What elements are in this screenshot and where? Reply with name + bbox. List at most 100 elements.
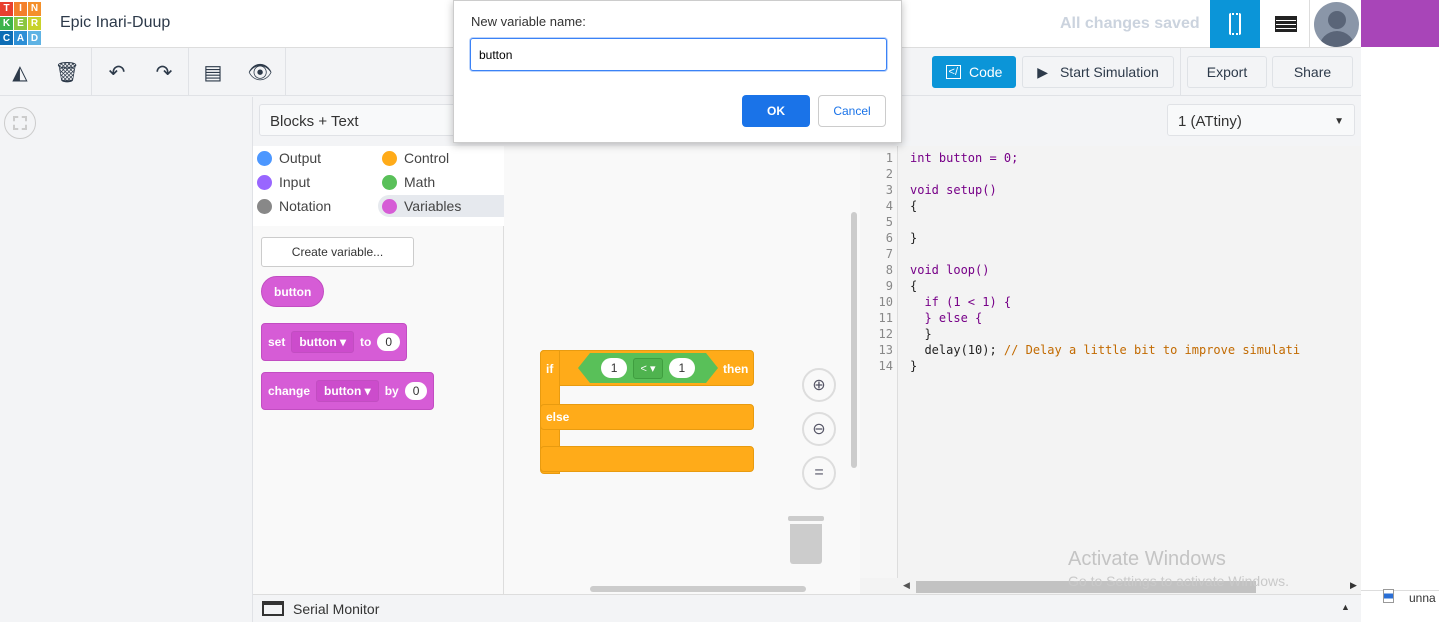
zoom-out-icon[interactable]: ⊖ <box>802 412 836 446</box>
category-math[interactable]: Math <box>382 171 507 193</box>
undo-icon[interactable]: ↶ <box>108 61 126 84</box>
logo-letter: D <box>28 31 41 45</box>
project-title[interactable]: Epic Inari-Duup <box>60 14 171 31</box>
code-button[interactable]: </ Code <box>932 56 1016 88</box>
code-text: } <box>910 359 918 373</box>
cancel-button[interactable]: Cancel <box>818 95 886 127</box>
category-color-dot <box>382 150 397 166</box>
left-operand[interactable]: 1 <box>600 358 628 378</box>
category-notation[interactable]: Notation <box>257 195 382 217</box>
logo-letter: N <box>28 2 41 16</box>
reset-zoom-icon[interactable]: = <box>802 456 836 490</box>
code-text: void setup() <box>910 183 997 197</box>
logo-letter: E <box>14 16 27 31</box>
redo-icon[interactable]: ↷ <box>155 61 173 84</box>
serial-monitor-label: Serial Monitor <box>293 601 380 617</box>
serial-monitor-bar[interactable]: Serial Monitor ▲ <box>253 594 1361 622</box>
browser-side-area <box>1361 47 1439 622</box>
variable-dropdown[interactable]: button ▾ <box>316 380 379 402</box>
scroll-left-icon[interactable]: ◀ <box>903 580 910 590</box>
variable-dropdown[interactable]: button ▾ <box>291 331 355 353</box>
right-operand[interactable]: 1 <box>668 358 696 378</box>
code-text: } else { <box>910 311 983 325</box>
category-label: Notation <box>279 198 332 214</box>
trash-icon[interactable]: 🗑 <box>54 61 80 84</box>
device-select[interactable]: 1 (ATtiny)▼ <box>1167 104 1355 136</box>
start-simulation-button[interactable]: ▶Start Simulation <box>1022 56 1174 88</box>
dropdown-value: button <box>299 335 337 349</box>
operator-value: < <box>640 362 647 375</box>
category-color-dot <box>257 198 272 214</box>
vertical-scrollbar[interactable] <box>851 212 857 468</box>
category-variables[interactable]: Variables <box>378 195 507 217</box>
code-line: void loop() <box>910 262 1361 278</box>
horizontal-scrollbar[interactable] <box>590 586 806 592</box>
download-bar: unna <box>1361 589 1439 622</box>
line-number: 4 <box>885 199 893 213</box>
code-line <box>910 246 1361 262</box>
circuit-canvas[interactable] <box>0 97 253 622</box>
code-text: int button = 0; <box>910 151 1019 165</box>
category-color-dot <box>257 174 272 190</box>
set-label: set <box>268 335 286 349</box>
code-text: { <box>910 279 918 293</box>
category-input[interactable]: Input <box>257 171 382 193</box>
variable-name-input[interactable] <box>470 38 887 71</box>
avatar[interactable] <box>1314 2 1359 47</box>
zoom-in-icon[interactable]: ⊕ <box>802 368 836 402</box>
rotate-icon[interactable]: ◭ <box>12 61 28 84</box>
code-icon: </ <box>945 65 961 79</box>
category-control[interactable]: Control <box>382 147 507 169</box>
code-line: } <box>910 230 1361 246</box>
code-text[interactable]: int button = 0; void setup() {} void loop()… <box>910 150 1361 374</box>
logo-letter: R <box>28 16 41 31</box>
line-number: 6 <box>885 231 893 245</box>
value-input[interactable]: 0 <box>377 333 401 351</box>
save-status: All changes saved <box>1060 15 1200 32</box>
compare-block[interactable]: 1 < ▾ 1 <box>578 353 718 383</box>
download-filename[interactable]: unna <box>1409 591 1436 605</box>
then-label: then <box>723 362 749 376</box>
new-variable-dialog: New variable name: OK Cancel <box>453 0 902 143</box>
value-input[interactable]: 0 <box>404 382 428 400</box>
trash-can-icon[interactable] <box>788 516 824 564</box>
mode-select[interactable]: Blocks + Text <box>259 104 459 136</box>
blocks-workspace[interactable]: if else then 1 < ▾ 1 ⊕ ⊖ = <box>504 146 860 594</box>
chevron-down-icon: ▼ <box>1334 116 1344 127</box>
if-label: if <box>546 362 554 376</box>
simulate-label: Start Simulation <box>1059 64 1159 80</box>
code-text: void loop() <box>910 263 990 277</box>
logo-letter: K <box>0 16 13 31</box>
variable-block-button[interactable]: button <box>261 276 325 307</box>
eye-icon[interactable]: 👁 <box>247 61 273 84</box>
category-output[interactable]: Output <box>257 147 382 169</box>
operator-dropdown[interactable]: < ▾ <box>633 357 663 379</box>
logo-letter: A <box>14 31 27 45</box>
category-label: Math <box>404 174 436 190</box>
expand-up-icon[interactable]: ▲ <box>1341 602 1350 612</box>
component-list-button[interactable] <box>1262 0 1310 48</box>
code-line: } <box>910 358 1361 374</box>
code-horizontal-scrollbar[interactable] <box>916 581 1256 593</box>
code-text: delay(10); <box>910 343 1004 357</box>
dialog-label: New variable name: <box>471 14 586 29</box>
category-label: Variables <box>404 198 462 214</box>
ok-button[interactable]: OK <box>742 95 810 127</box>
browser-extension-area <box>1361 0 1439 47</box>
circuit-view-button[interactable] <box>1210 0 1260 48</box>
code-label: Code <box>969 64 1003 80</box>
share-button[interactable]: Share <box>1272 56 1353 88</box>
line-number: 7 <box>885 247 893 261</box>
code-editor[interactable] <box>860 146 1361 594</box>
scroll-right-icon[interactable]: ▶ <box>1350 580 1357 590</box>
export-button[interactable]: Export <box>1187 56 1267 88</box>
create-variable-button[interactable]: Create variable... <box>261 237 414 267</box>
fit-view-button[interactable] <box>4 107 36 139</box>
notes-icon[interactable]: ▤ <box>203 61 223 84</box>
terminal-icon <box>262 601 284 616</box>
